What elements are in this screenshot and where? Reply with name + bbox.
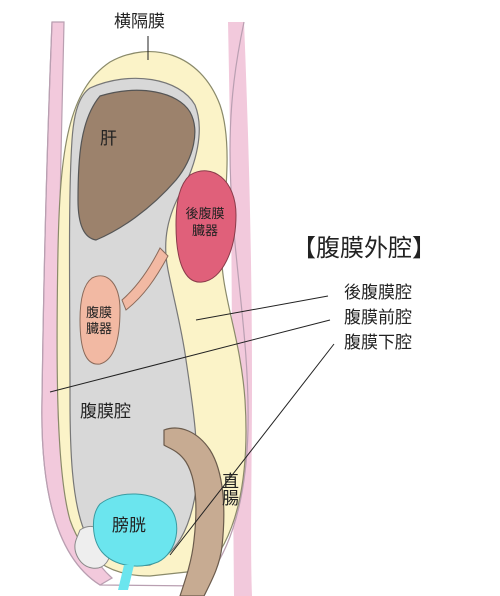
label-diaphragm: 横隔膜	[114, 12, 165, 32]
leader-line-preperitoneal	[49, 319, 331, 393]
urethra	[118, 565, 134, 590]
kidney	[175, 170, 237, 283]
label-bladder: 膀胱	[112, 516, 146, 536]
liver	[77, 89, 196, 241]
legend-preperitoneal-space: 腹膜前腔	[344, 308, 412, 328]
heading-extraperitoneal-space: 【腹膜外腔】	[292, 234, 436, 262]
label-rectum: 直腸	[218, 472, 238, 506]
leader-line-subperitoneal	[169, 343, 335, 556]
label-retro-organs-right-text: 後腹膜臓器	[185, 207, 225, 239]
label-retro-organs-left-text: 腹膜臓器	[85, 306, 112, 337]
legend-retroperitoneal-space: 後腹膜腔	[344, 283, 412, 303]
retro-organ-left	[79, 275, 121, 365]
mesentery-stalk	[121, 247, 169, 311]
bladder	[93, 493, 178, 567]
rectum	[163, 427, 225, 596]
label-retro-organs-right: 後腹膜臓器	[182, 206, 228, 240]
legend-subperitoneal-space: 腹膜下腔	[344, 333, 412, 353]
label-liver: 肝	[100, 129, 117, 149]
label-peritoneal-cavity: 腹膜腔	[80, 402, 131, 422]
leader-line-retroperitoneal	[195, 295, 329, 321]
label-retro-organs-left: 腹膜臓器	[83, 306, 115, 338]
